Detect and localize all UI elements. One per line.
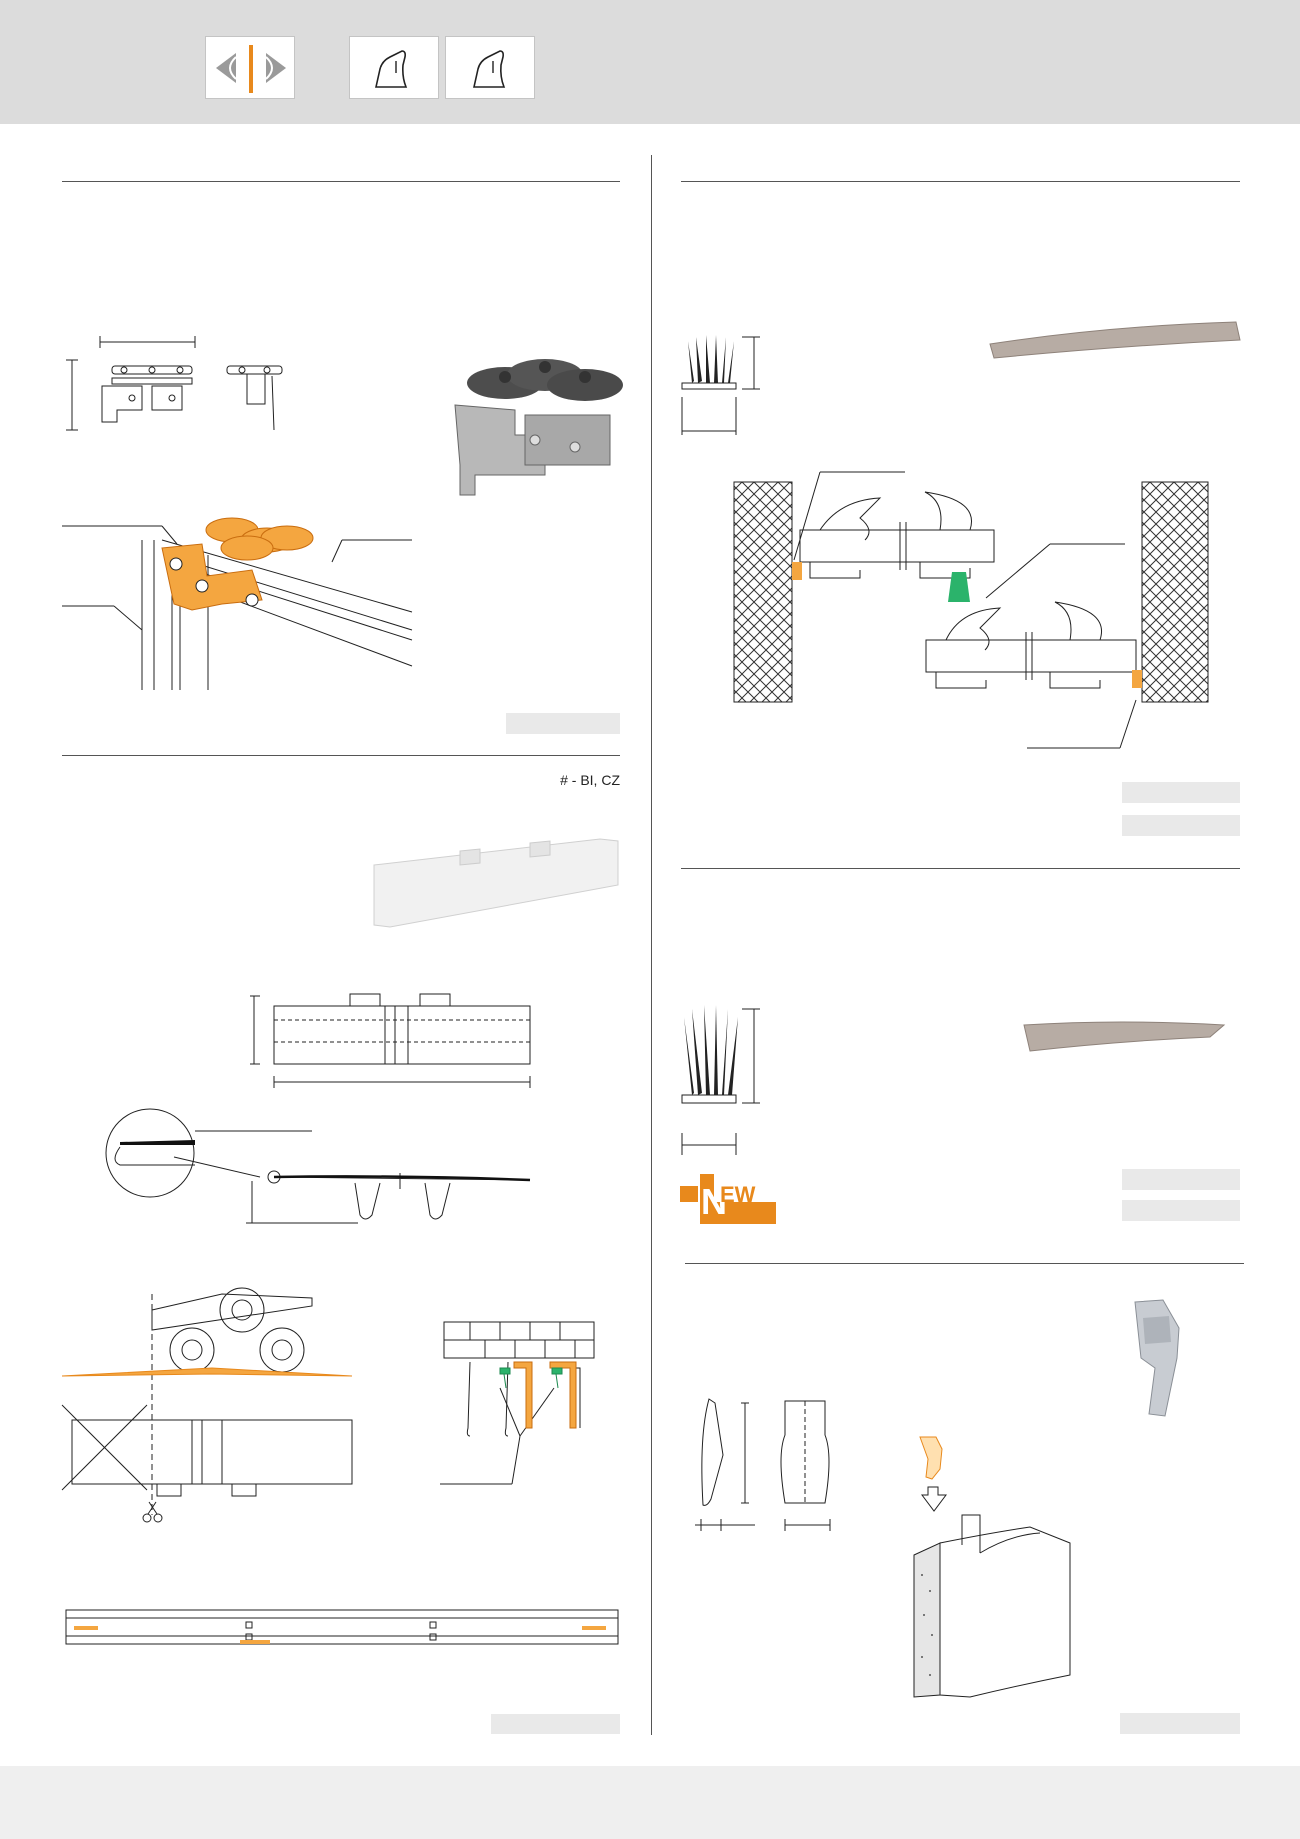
column-divider: [651, 155, 652, 1735]
new-badge: N EW: [680, 1174, 776, 1224]
hand-pull-icon: [445, 36, 535, 99]
clip-dimension-drawing: [695, 1398, 831, 1531]
product-code-box: [1122, 815, 1240, 836]
product-code-box: [1120, 1713, 1240, 1734]
guide-profile-detail-drawing: [105, 1108, 531, 1224]
section-rule: [685, 1263, 1244, 1264]
brush-seal-dimension-drawing: [681, 335, 760, 435]
clip-installation-drawing: [913, 1436, 1071, 1698]
section-rule: [681, 868, 1240, 869]
brush-seal-photo: [989, 321, 1241, 359]
product-code-box: [1122, 782, 1240, 803]
section-rule: [681, 181, 1240, 182]
product-code-box: [491, 1714, 620, 1734]
hand-push-icon: [349, 36, 439, 99]
country-note: # - BI, CZ: [560, 772, 620, 788]
header-band: [0, 0, 1300, 124]
guide-block-photo: [373, 838, 619, 928]
svg-text:N: N: [701, 1181, 727, 1222]
tall-brush-seal-photo: [1023, 1021, 1226, 1052]
track-assembly-drawing: [65, 1609, 619, 1645]
hanger-photo: [454, 359, 623, 496]
section-rule: [62, 755, 620, 756]
footer-band: [0, 1766, 1300, 1839]
sliding-door-arrows-icon: [205, 36, 295, 99]
product-code-box: [506, 713, 620, 734]
hanger-dimension-drawing: [66, 336, 283, 431]
clip-photo: [1134, 1299, 1180, 1417]
new-badge-text: EW: [720, 1182, 756, 1207]
product-code-box: [1122, 1169, 1240, 1190]
door-seal-section-drawing: [733, 471, 1209, 749]
guide-block-dimension-drawing: [250, 993, 531, 1088]
tall-brush-seal-drawing: [681, 1005, 760, 1155]
section-rule: [62, 181, 620, 182]
hanger-on-frame-drawing: [62, 517, 413, 690]
ceiling-mount-drawing: [440, 1321, 595, 1485]
cutting-instruction-drawing: [61, 1287, 353, 1523]
product-code-box: [1122, 1200, 1240, 1221]
